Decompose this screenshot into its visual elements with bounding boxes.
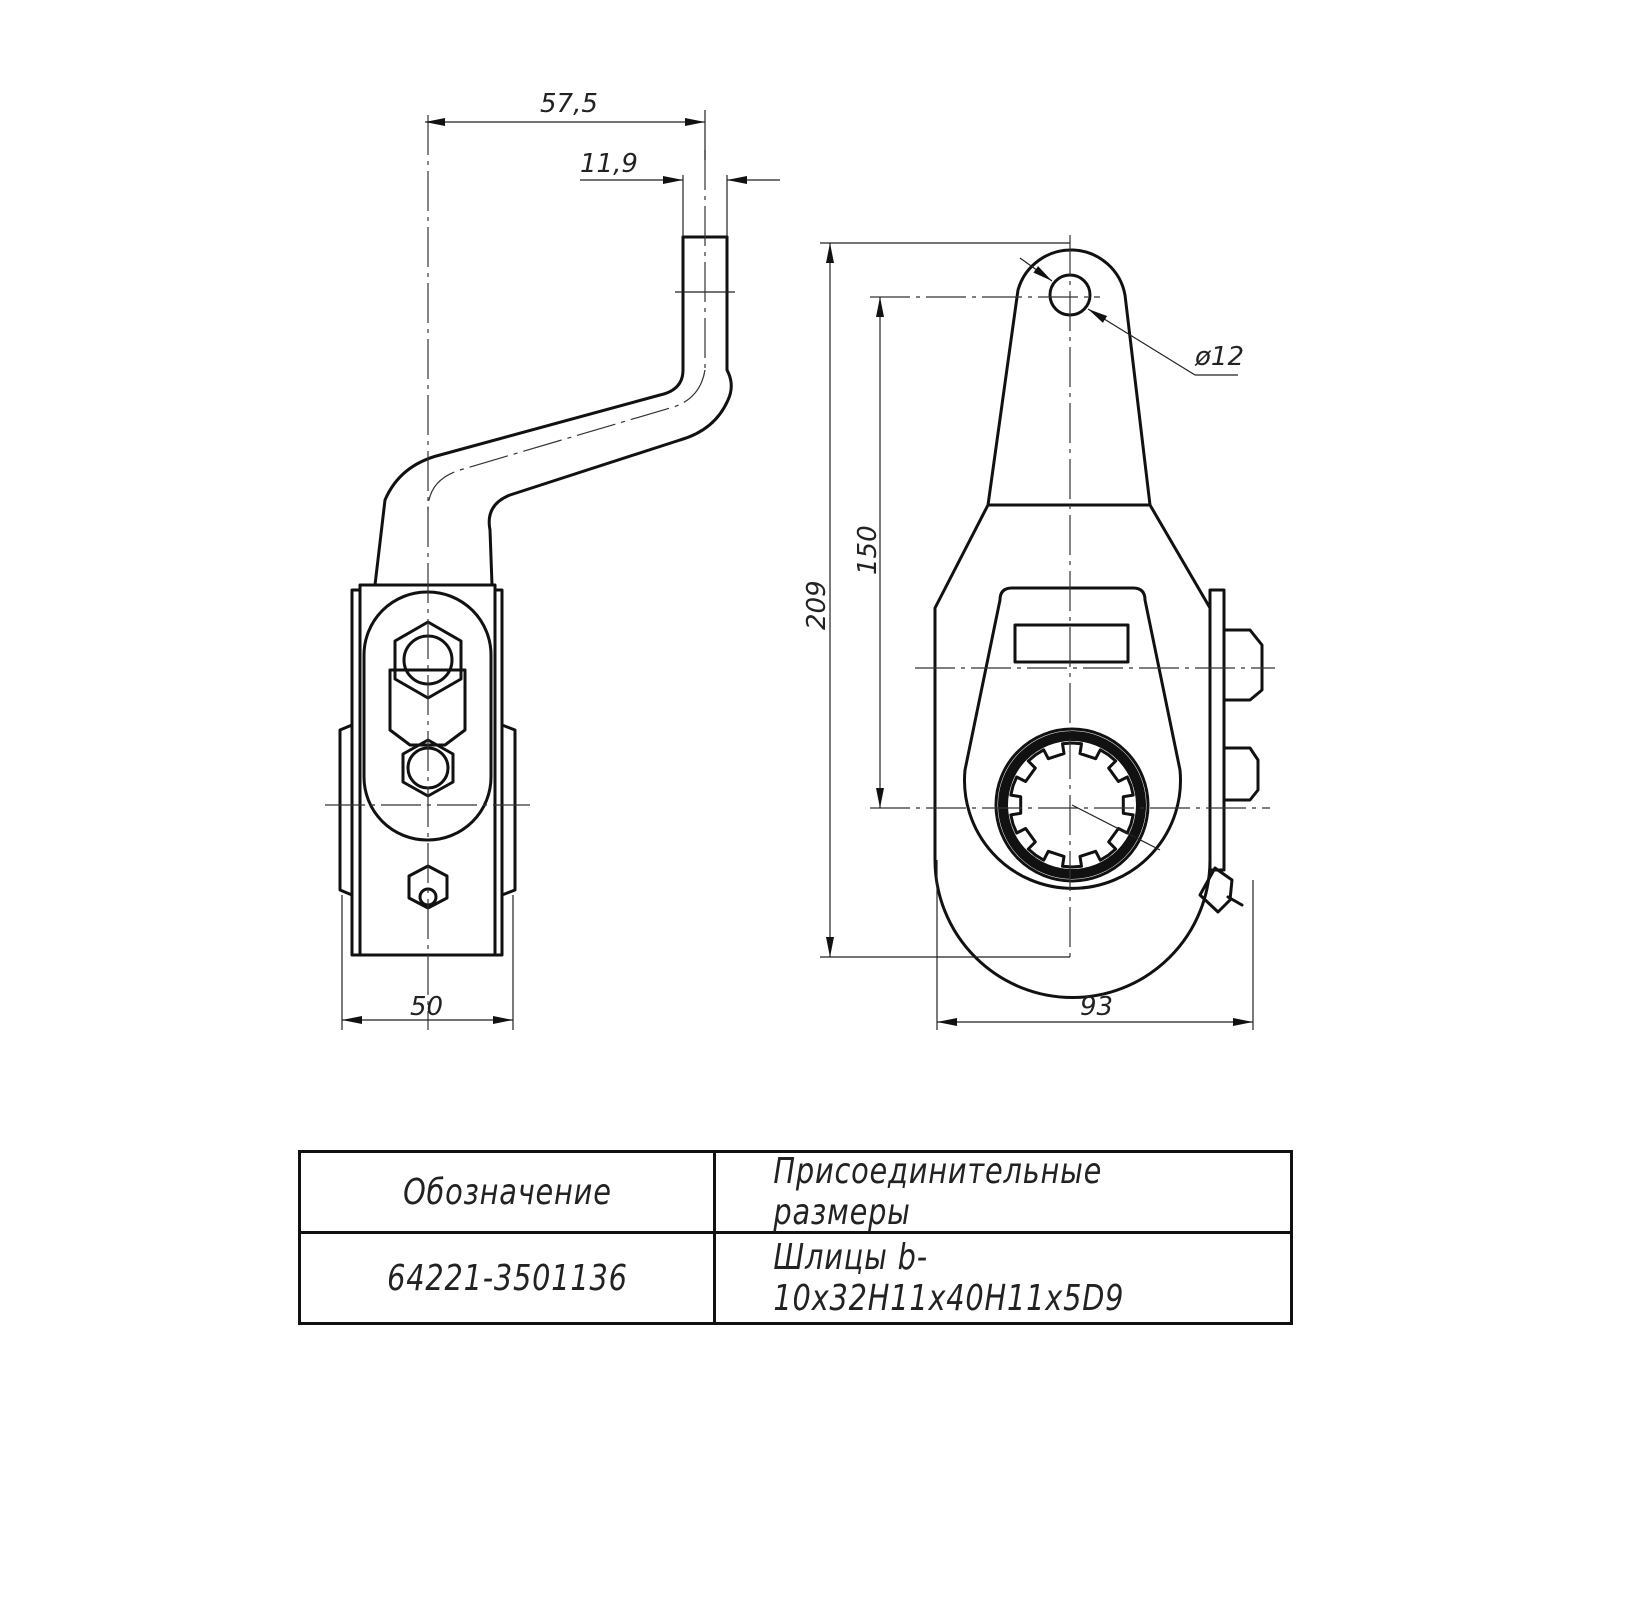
spline-tooth-profile [1009, 741, 1135, 869]
lever-arm-outline [373, 235, 733, 587]
dim-body-width-front: 93 [1080, 992, 1113, 1022]
table-header-designation: Обозначение [402, 1171, 612, 1213]
spec-table: Обозначение Присоединительные размеры 64… [298, 1150, 1293, 1325]
nut-icon [1222, 628, 1264, 702]
nut-icon [1222, 746, 1260, 802]
front-view: 209 150 93 ø12 [802, 235, 1275, 1030]
label-window [1013, 623, 1130, 664]
table-header-dimensions: Присоединительные размеры [713, 1151, 1290, 1233]
dim-hole-diameter: ø12 [1194, 342, 1244, 372]
grease-nipple-icon [1198, 866, 1234, 914]
dim-arm-thickness: 11,9 [580, 149, 638, 179]
table-cell-designation: 64221-3501136 [301, 1231, 713, 1322]
spline-outer [994, 727, 1150, 883]
side-view: 57,5 11,9 50 [325, 89, 780, 1030]
mount-plate [1208, 588, 1226, 872]
spline-teeth [1009, 741, 1135, 869]
lever-outline [933, 248, 1212, 999]
dim-arm-offset: 57,5 [540, 89, 598, 119]
dim-body-width-side: 50 [410, 992, 443, 1022]
dim-center-distance: 150 [853, 525, 883, 575]
table-cell-dimensions: Шлицы b-10x32H11x40H11x5D9 [713, 1231, 1290, 1322]
dim-overall-height: 209 [802, 580, 832, 630]
